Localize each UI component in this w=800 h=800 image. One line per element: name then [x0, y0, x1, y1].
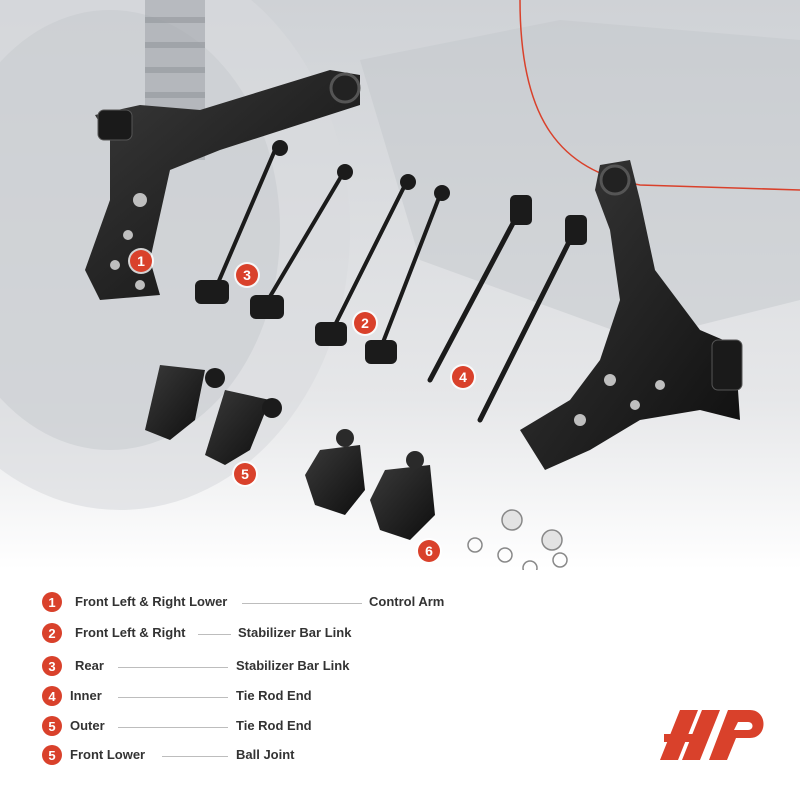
legend-leader-line [118, 727, 228, 728]
legend-part: Tie Rod End [236, 688, 312, 703]
ball-joints [305, 445, 435, 540]
legend-row: 4 Inner Tie Rod End [0, 685, 620, 707]
legend-part: Tie Rod End [236, 718, 312, 733]
legend-position: Front Left & Right [75, 625, 186, 640]
brand-logo [660, 710, 764, 760]
control-arm-left [85, 70, 360, 300]
legend-number: 4 [42, 686, 62, 706]
hardware-washers [467, 509, 568, 570]
legend-leader-line [162, 756, 228, 757]
legend-row: 3 Rear Stabilizer Bar Link [0, 655, 620, 677]
legend-number: 5 [42, 716, 62, 736]
legend-number: 1 [42, 592, 62, 612]
legend-position: Inner [70, 688, 102, 703]
marker-4: 4 [452, 366, 474, 388]
marker-6: 6 [418, 540, 440, 562]
legend-part: Control Arm [369, 594, 445, 609]
legend-position: Rear [75, 658, 104, 673]
marker-1: 1 [130, 250, 152, 272]
marker-5: 5 [234, 463, 256, 485]
legend-row: 1 Front Left & Right Lower Control Arm [0, 591, 620, 613]
suspension-kit-photo [0, 0, 800, 570]
marker-3: 3 [236, 264, 258, 286]
legend-row: 5 Front Lower Ball Joint [0, 744, 620, 766]
legend-number: 3 [42, 656, 62, 676]
legend-row: 2 Front Left & Right Stabilizer Bar Link [0, 622, 620, 644]
legend-part: Ball Joint [236, 747, 295, 762]
legend-leader-line [118, 667, 228, 668]
marker-2: 2 [354, 312, 376, 334]
legend-position: Front Lower [70, 747, 146, 762]
legend-leader-line [118, 697, 228, 698]
legend-number: 2 [42, 623, 62, 643]
legend-number: 5 [42, 745, 62, 765]
outer-tie-rod-left [145, 365, 205, 440]
outer-tie-rod-right [205, 390, 270, 465]
control-arm-right [520, 160, 740, 470]
legend-leader-line [242, 603, 362, 604]
legend-position: Outer [70, 718, 105, 733]
legend-position: Front Left & Right Lower [75, 594, 228, 609]
legend-part: Stabilizer Bar Link [236, 658, 350, 673]
legend-part: Stabilizer Bar Link [238, 625, 352, 640]
legend-leader-line [198, 634, 231, 635]
legend-row: 5 Outer Tie Rod End [0, 715, 620, 737]
